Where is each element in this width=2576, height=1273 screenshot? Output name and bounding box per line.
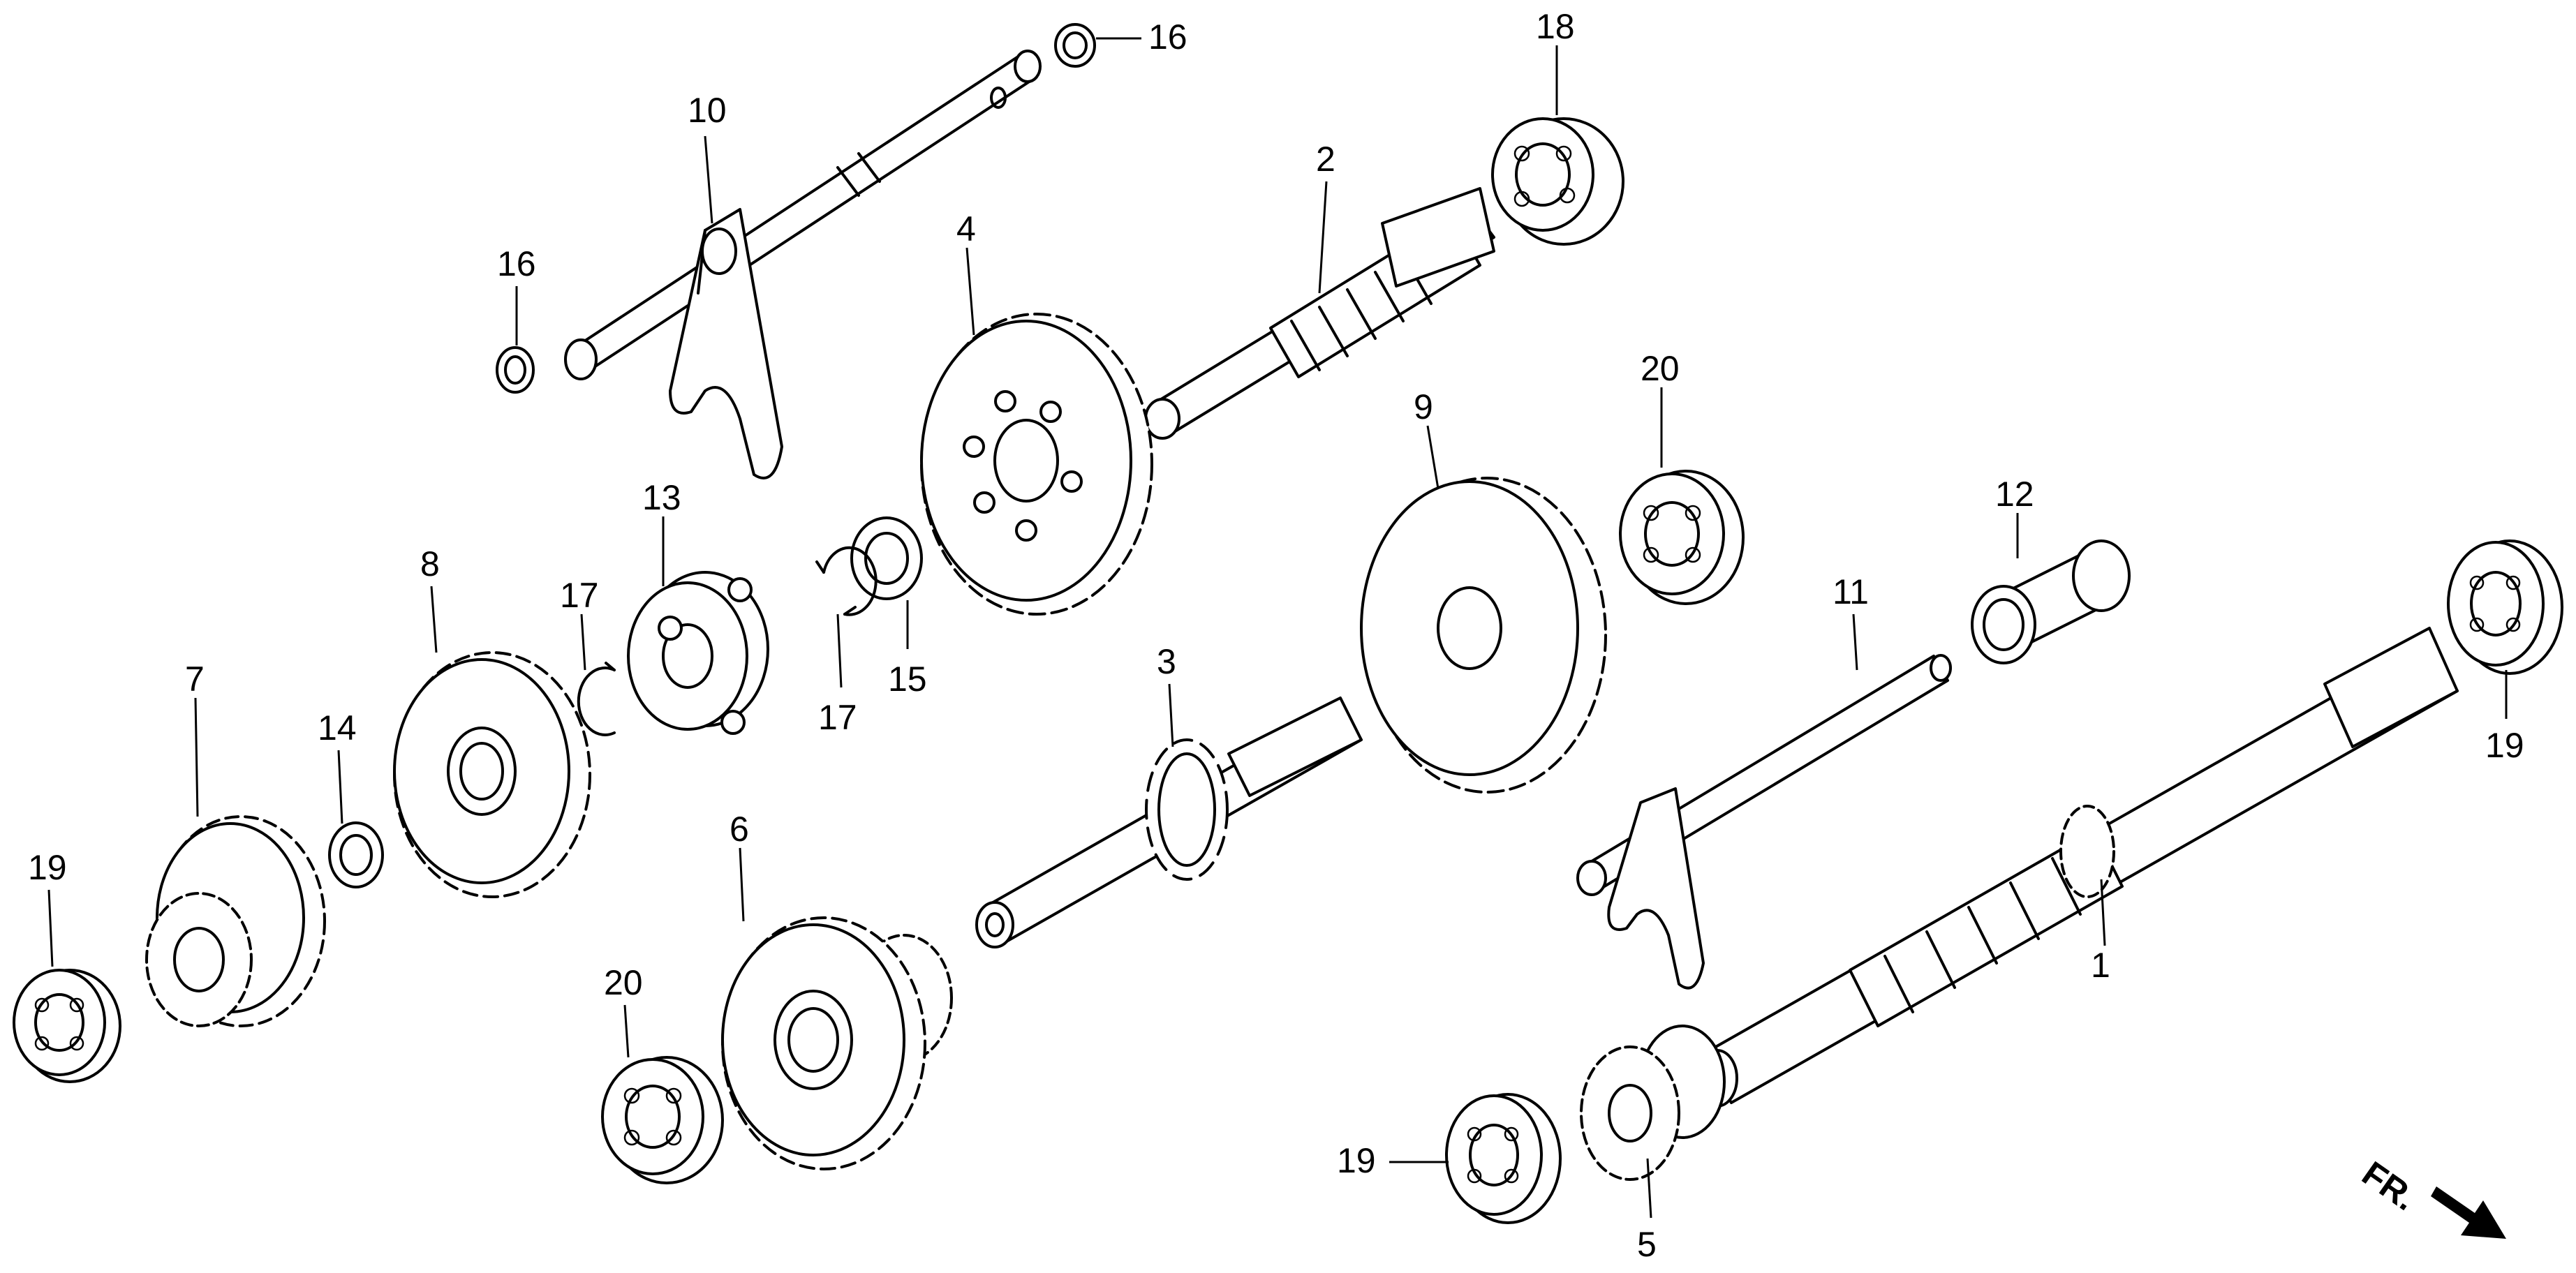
callout-3: 3 [1157, 642, 1176, 681]
callout-8: 8 [420, 544, 440, 583]
callout-20-mid: 20 [1641, 349, 1680, 388]
callout-4: 4 [956, 209, 976, 248]
callout-16-top: 16 [1148, 17, 1187, 57]
callout-18: 19 [2485, 726, 2524, 765]
shift-fork-shaft-part-10 [564, 50, 1042, 479]
callout-11: 11 [1833, 572, 1869, 611]
hub-part-13 [627, 571, 769, 735]
callout-10: 10 [688, 91, 727, 130]
callout-2: 2 [1316, 140, 1335, 179]
callout-12: 12 [1995, 475, 2034, 514]
gear-part-7 [145, 815, 326, 1027]
bearing-part-19-bottom [1445, 1093, 1562, 1224]
arrow-down-right-icon [2431, 1186, 2506, 1239]
collar-part-12 [1971, 539, 2131, 664]
bearing-part-19-left [13, 969, 121, 1083]
countershaft-part-2 [1144, 187, 1495, 440]
washer-part-16-top [1054, 23, 1096, 68]
fr-label: FR. [2355, 1154, 2424, 1218]
gear-part-8 [393, 651, 591, 898]
washer-part-14 [328, 821, 384, 888]
callout-17-left: 17 [560, 576, 599, 615]
callout-14: 14 [318, 708, 357, 747]
callout-15: 15 [888, 660, 927, 699]
gear-part-9 [1360, 477, 1607, 794]
callout-9: 9 [1414, 387, 1433, 426]
gear-part-6 [721, 916, 953, 1170]
circlip-part-17-left [577, 662, 616, 736]
mainshaft-part-1 [1696, 627, 2459, 1108]
callout-1: 1 [2091, 946, 2110, 985]
bearing-part-20-bottom [601, 1056, 724, 1184]
front-direction-indicator: FR. [2355, 1154, 2506, 1239]
callout-19-bottom: 19 [1337, 1141, 1376, 1180]
callout-19-left: 19 [28, 848, 67, 887]
circlip-part-17-right [815, 546, 878, 616]
bearing-part-18 [2447, 539, 2563, 675]
shift-fork-shaft-part-11 [1576, 654, 1952, 990]
shaft-part-3 [975, 697, 1363, 948]
gear-part-5 [1580, 1025, 1726, 1181]
bearing-part-20-mid [1619, 470, 1745, 605]
bearing-part-19-top [1491, 117, 1624, 246]
callout-20-bottom: 20 [604, 963, 643, 1002]
callout-5: 5 [1637, 1225, 1657, 1264]
callout-19-top: 18 [1536, 7, 1575, 46]
callout-6: 6 [730, 810, 749, 849]
washer-part-15 [850, 516, 923, 600]
leader-lines [47, 37, 2508, 1219]
callout-17-right: 17 [818, 698, 857, 737]
callout-labels: 10 16 16 18 2 4 20 9 12 11 13 8 17 17 15… [28, 7, 2524, 1264]
gear-part-4 [920, 313, 1153, 616]
washer-part-16-left [496, 346, 535, 394]
callout-7: 7 [185, 660, 205, 699]
callout-16-left: 16 [497, 244, 536, 283]
callout-13: 13 [642, 478, 681, 517]
